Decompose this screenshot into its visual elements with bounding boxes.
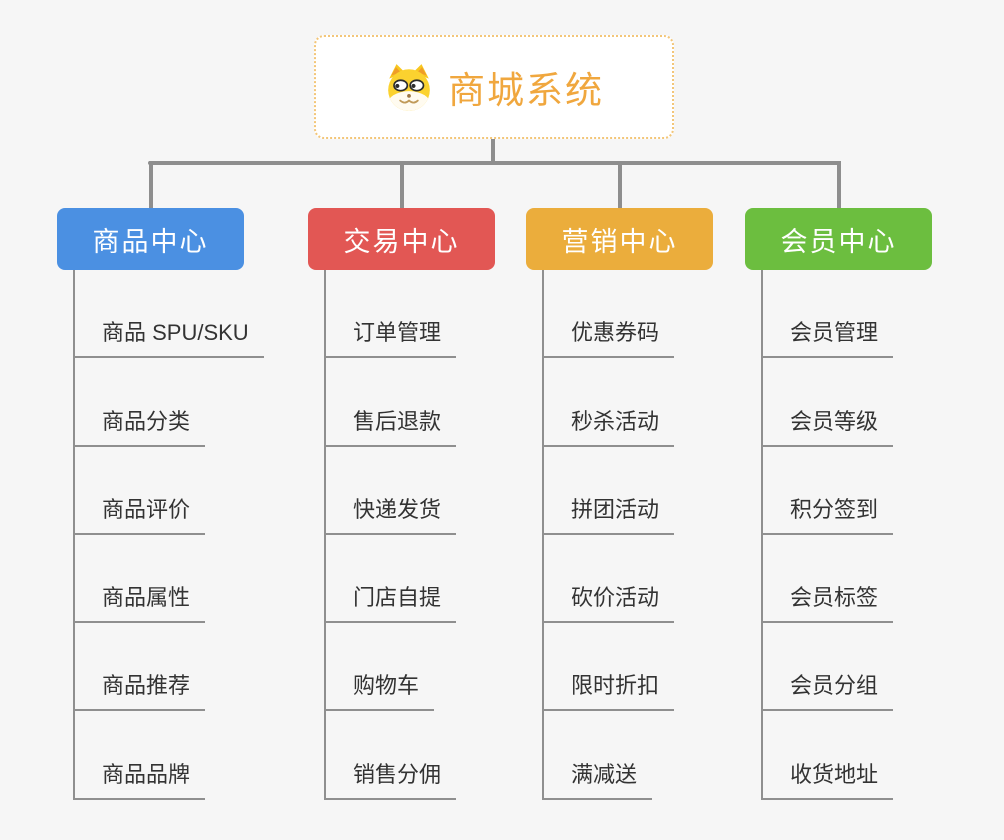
leaf-topic[interactable]: 快递发货 — [326, 492, 457, 535]
leaf-topic[interactable]: 会员等级 — [763, 404, 894, 447]
leaf-row: 商品品牌 — [75, 711, 264, 800]
leaf-row: 售后退款 — [326, 358, 457, 447]
connector-branch-drop — [399, 161, 404, 209]
leaf-row: 满减送 — [544, 711, 674, 800]
branch-children: 优惠券码 秒杀活动 拼团活动 砍价活动 限时折扣 满减送 — [542, 270, 675, 800]
branch-topic-label: 营销中心 — [561, 226, 678, 257]
leaf-topic[interactable]: 拼团活动 — [544, 492, 675, 535]
connector-bus — [148, 161, 840, 165]
leaf-row: 商品评价 — [75, 447, 264, 535]
branch-topic-label: 商品中心 — [92, 226, 209, 257]
leaf-topic[interactable]: 商品 SPU/SKU — [75, 315, 264, 359]
leaf-topic[interactable]: 砍价活动 — [544, 580, 675, 624]
leaf-topic[interactable]: 限时折扣 — [544, 668, 675, 712]
leaf-row: 商品 SPU/SKU — [75, 270, 264, 359]
leaf-row: 快递发货 — [326, 447, 457, 535]
leaf-topic[interactable]: 商品评价 — [75, 492, 206, 535]
leaf-topic[interactable]: 收货地址 — [763, 757, 894, 800]
dog-face-icon — [384, 62, 434, 112]
connector-branch-drop — [148, 161, 153, 209]
leaf-topic[interactable]: 优惠券码 — [544, 315, 675, 359]
leaf-row: 会员管理 — [763, 270, 894, 359]
branch-topic[interactable]: 营销中心 — [526, 208, 713, 270]
leaf-topic[interactable]: 会员管理 — [763, 315, 894, 359]
leaf-topic[interactable]: 购物车 — [326, 668, 435, 712]
leaf-row: 商品推荐 — [75, 623, 264, 712]
leaf-row: 会员标签 — [763, 535, 894, 624]
leaf-row: 积分签到 — [763, 447, 894, 535]
leaf-row: 优惠券码 — [544, 270, 675, 359]
leaf-topic[interactable]: 售后退款 — [326, 404, 457, 447]
leaf-topic[interactable]: 商品分类 — [75, 404, 206, 447]
connector-branch-drop — [836, 161, 841, 209]
leaf-topic[interactable]: 会员标签 — [763, 580, 894, 624]
branch-topic[interactable]: 交易中心 — [308, 208, 495, 270]
leaf-row: 会员等级 — [763, 358, 894, 447]
leaf-row: 订单管理 — [326, 270, 457, 359]
branch-children: 订单管理 售后退款 快递发货 门店自提 购物车 销售分佣 — [324, 270, 457, 800]
leaf-topic[interactable]: 门店自提 — [326, 580, 457, 624]
leaf-topic[interactable]: 商品品牌 — [75, 757, 206, 800]
leaf-topic[interactable]: 会员分组 — [763, 668, 894, 712]
leaf-row: 门店自提 — [326, 535, 457, 624]
branch-children: 会员管理 会员等级 积分签到 会员标签 会员分组 收货地址 — [761, 270, 894, 800]
leaf-topic[interactable]: 满减送 — [544, 757, 653, 800]
branch-topic[interactable]: 会员中心 — [745, 208, 932, 270]
leaf-row: 销售分佣 — [326, 711, 457, 800]
leaf-row: 商品分类 — [75, 358, 264, 447]
leaf-topic[interactable]: 销售分佣 — [326, 757, 457, 800]
leaf-row: 拼团活动 — [544, 447, 675, 535]
branch-topic[interactable]: 商品中心 — [57, 208, 244, 270]
leaf-row: 会员分组 — [763, 623, 894, 712]
leaf-row: 秒杀活动 — [544, 358, 675, 447]
leaf-topic[interactable]: 订单管理 — [326, 315, 457, 359]
leaf-topic[interactable]: 商品推荐 — [75, 668, 206, 712]
connector-root-stem — [491, 137, 495, 164]
branch-topic-label: 会员中心 — [780, 226, 897, 257]
leaf-row: 购物车 — [326, 623, 456, 712]
leaf-row: 限时折扣 — [544, 623, 675, 712]
root-topic-label: 商城系统 — [448, 70, 604, 111]
leaf-topic[interactable]: 秒杀活动 — [544, 404, 675, 447]
leaf-row: 收货地址 — [763, 711, 894, 800]
leaf-row: 砍价活动 — [544, 535, 675, 624]
branch-children: 商品 SPU/SKU 商品分类 商品评价 商品属性 商品推荐 商品品牌 — [73, 270, 264, 800]
leaf-topic[interactable]: 商品属性 — [75, 580, 206, 624]
leaf-topic[interactable]: 积分签到 — [763, 492, 894, 535]
connector-branch-drop — [617, 161, 622, 209]
leaf-row: 商品属性 — [75, 535, 264, 624]
branch-topic-label: 交易中心 — [343, 226, 460, 257]
root-topic[interactable]: 商城系统 — [314, 35, 674, 139]
